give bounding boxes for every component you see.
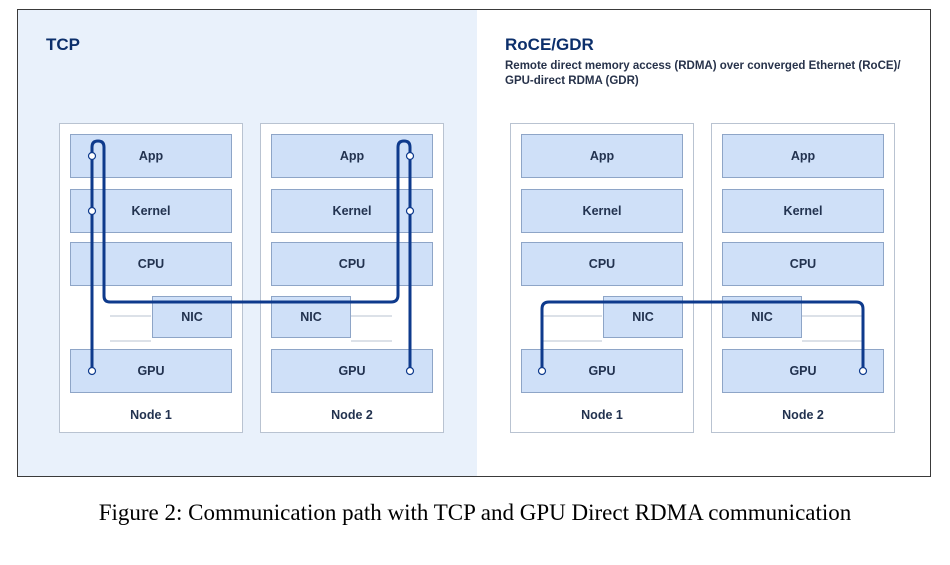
rdma-node2-gpu-dot: [858, 366, 868, 376]
figure-caption: Figure 2: Communication path with TCP an…: [98, 500, 852, 525]
rdma-node1-gpu: GPU: [521, 349, 683, 393]
thin-connectors: [110, 315, 862, 342]
rdma-path-endpoints: [537, 366, 868, 376]
tcp-node2-cpu: CPU: [271, 242, 433, 286]
tcp-node1-app-dot: [87, 151, 97, 161]
tcp-panel: TCP App Kernel CPU NIC GPU Node 1 App Ke…: [18, 10, 477, 476]
rdma-node2-cpu: CPU: [722, 242, 884, 286]
rdma-node1-app: App: [521, 134, 683, 178]
tcp-node1-kernel-dot: [87, 206, 97, 216]
rdma-node2-app: App: [722, 134, 884, 178]
rdma-node1-gpu-dot: [537, 366, 547, 376]
tcp-node2-label: Node 2: [331, 408, 373, 422]
diagram-overlay: [87, 139, 868, 376]
rdma-node2-kernel: Kernel: [722, 189, 884, 233]
tcp-node1-app: App: [70, 134, 232, 178]
rdma-node1-label: Node 1: [581, 408, 623, 422]
tcp-path-endpoints: [87, 151, 415, 376]
tcp-node2-gpu-dot: [405, 366, 415, 376]
tcp-node1-kernel: Kernel: [70, 189, 232, 233]
rdma-node-2: App Kernel CPU NIC GPU Node 2: [711, 123, 895, 433]
rdma-data-path: [540, 300, 865, 371]
tcp-node2-app-dot: [405, 151, 415, 161]
rdma-panel: RoCE/GDR Remote direct memory access (RD…: [477, 10, 930, 476]
rdma-panel-title: RoCE/GDR: [505, 35, 594, 54]
tcp-panel-title: TCP: [46, 35, 80, 54]
tcp-node-2: App Kernel CPU NIC GPU Node 2: [260, 123, 444, 433]
rdma-node1-kernel: Kernel: [521, 189, 683, 233]
tcp-node1-label: Node 1: [130, 408, 172, 422]
tcp-node1-gpu-dot: [87, 366, 97, 376]
figure-frame: TCP App Kernel CPU NIC GPU Node 1 App Ke…: [17, 9, 931, 477]
tcp-node2-kernel-dot: [405, 206, 415, 216]
rdma-node-1: App Kernel CPU NIC GPU Node 1: [510, 123, 694, 433]
tcp-node1-cpu: CPU: [70, 242, 232, 286]
rdma-node1-cpu: CPU: [521, 242, 683, 286]
tcp-node-1: App Kernel CPU NIC GPU Node 1: [59, 123, 243, 433]
tcp-node1-gpu: GPU: [70, 349, 232, 393]
rdma-node2-gpu: GPU: [722, 349, 884, 393]
rdma-panel-subtitle: Remote direct memory access (RDMA) over …: [505, 60, 901, 87]
rdma-node2-label: Node 2: [782, 408, 824, 422]
tcp-data-path: [90, 139, 412, 371]
